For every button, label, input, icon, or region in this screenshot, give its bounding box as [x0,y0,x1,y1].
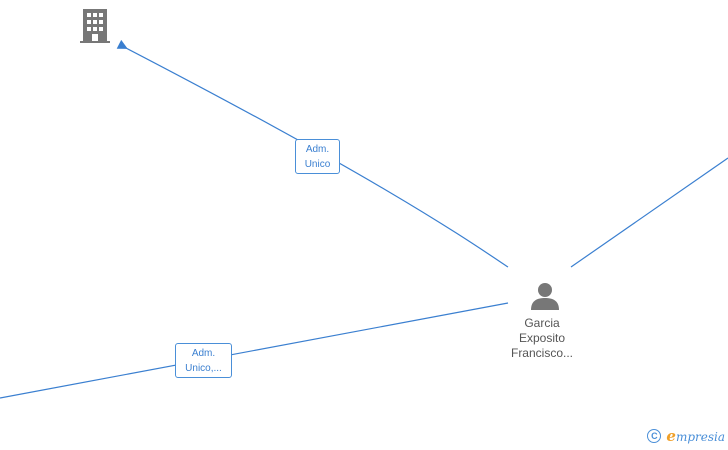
edge-label-line2: Unico [304,159,331,170]
person-name-line3: Francisco... [510,346,573,360]
copyright-icon: C [647,429,662,443]
edge-label-line1: Adm. [191,348,216,359]
edge-label-adm-unico[interactable]: Adm. Unico [295,139,340,174]
person-name-line1: Garcia [524,316,560,330]
edge-label-line2: Unico,... [185,363,222,374]
person-name-line2: Exposito [518,331,566,345]
edge-to-company [116,39,509,268]
edge-label-adm-unico-more[interactable]: Adm. Unico,... [175,343,232,378]
building-icon[interactable] [80,9,110,48]
person-node-label[interactable]: Garcia Exposito Francisco... [497,316,587,361]
empresia-logo[interactable]: empresia [666,427,725,445]
footer-brand: C empresia [647,427,725,445]
edge-to-right-offscreen [570,157,728,268]
edge-label-line1: Adm. [305,144,330,155]
edge-to-left-offscreen [0,302,509,399]
person-icon[interactable] [530,282,560,315]
